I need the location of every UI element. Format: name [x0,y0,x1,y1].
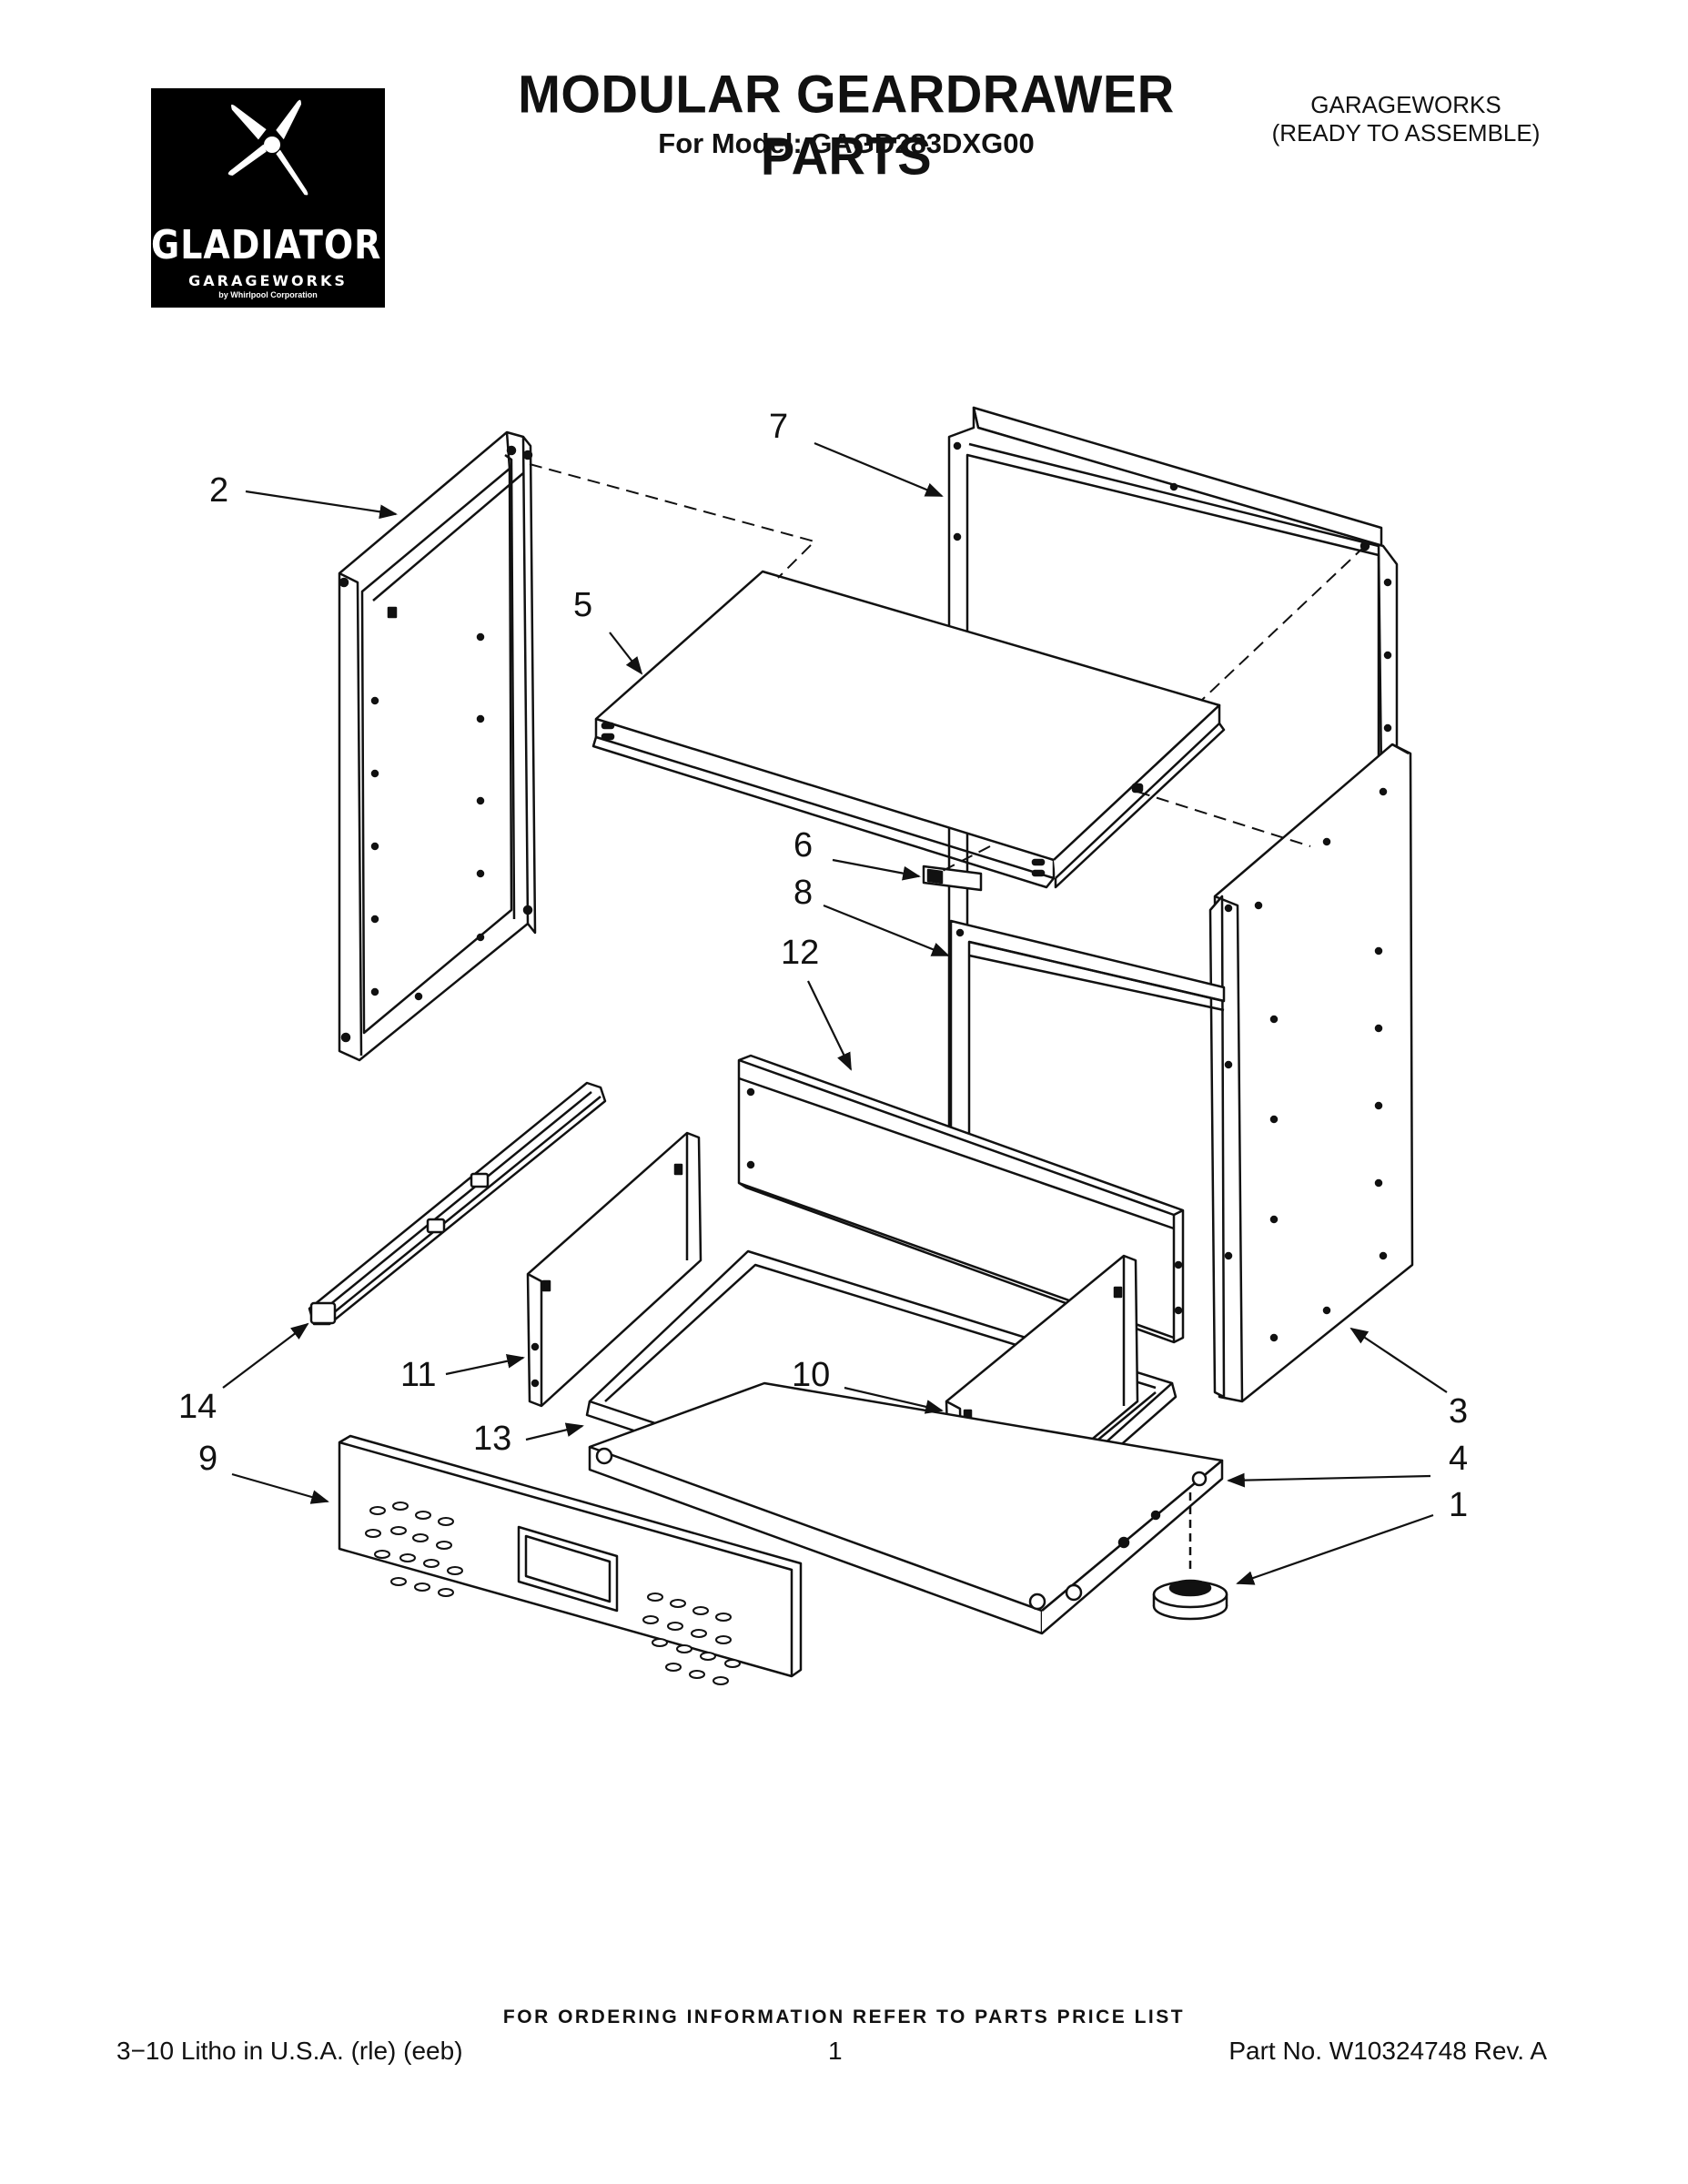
part-5-top-shelf [591,570,1226,889]
callout-14: 14 [178,1388,217,1426]
part-1-leveling-foot [1152,1492,1228,1621]
brand-line-2: (READY TO ASSEMBLE) [1271,119,1541,147]
leader-arrows [222,441,1448,1585]
logo-sub: GARAGEWORKS [188,272,348,289]
ordering-note: FOR ORDERING INFORMATION REFER TO PARTS … [502,2007,1186,2027]
logo-by: by Whirlpool Corporation [218,290,318,299]
callout-12: 12 [781,934,820,972]
page-title: MODULAR GEARDRAWER PARTS [518,63,1175,187]
callout-11: 11 [400,1356,437,1394]
callout-6: 6 [793,826,814,864]
callout-4: 4 [1449,1440,1469,1478]
callout-8: 8 [793,874,814,912]
alignment-lines [529,463,1366,875]
brand-line-1: GARAGEWORKS [1310,91,1501,118]
part-14-drawer-slide [308,1081,607,1326]
callout-9: 9 [198,1440,218,1478]
callout-1: 1 [1449,1486,1469,1524]
callout-7: 7 [769,408,789,446]
part-9-drawer-front [338,1434,803,1685]
part-4-base-frame [588,1381,1224,1635]
part-11-drawer-side-left [526,1131,702,1408]
logo-name: GLADIATOR™ [151,221,418,268]
page-number: 1 [828,2037,843,2065]
part-number: Part No. W10324748 Rev. A [1228,2037,1547,2065]
logo-emblem-icon [226,97,310,197]
part-6-badge [922,864,983,892]
part-2-side-panel [338,430,537,1062]
callout-2: 2 [209,471,229,510]
callout-13: 13 [473,1420,512,1458]
litho-info: 3−10 Litho in U.S.A. (rle) (eeb) [116,2037,463,2065]
callout-5: 5 [573,586,593,624]
gladiator-logo: GLADIATOR™ GARAGEWORKS by Whirlpool Corp… [151,88,418,308]
callout-10: 10 [792,1356,831,1394]
model-subtitle: For Model: GAGD283DXG00 [658,127,1035,159]
part-12-drawer-back [737,1054,1185,1344]
part-8-divider-panel [949,919,1226,1156]
part-3-cabinet-side [1208,743,1414,1403]
callout-3: 3 [1449,1392,1469,1431]
brand-note: GARAGEWORKS (READY TO ASSEMBLE) [1256,91,1556,147]
